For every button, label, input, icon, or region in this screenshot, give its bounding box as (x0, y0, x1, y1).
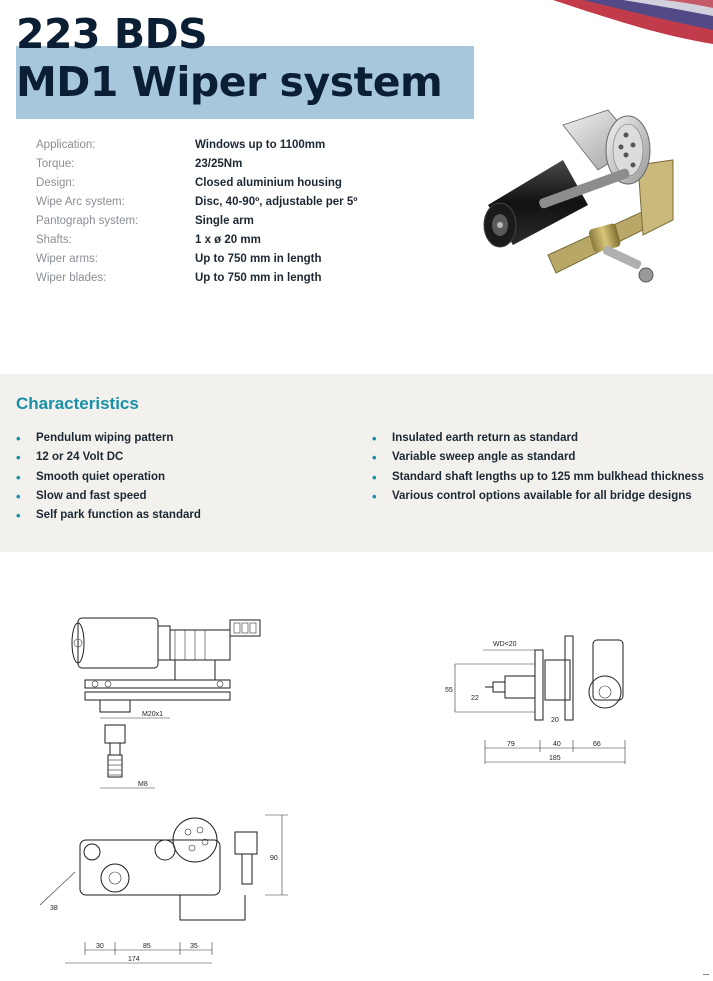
dim-label: M8 (138, 781, 148, 788)
title-line-1: 223 BDS (16, 10, 208, 58)
characteristics-list-left: Pendulum wiping pattern 12 or 24 Volt DC… (16, 431, 201, 528)
spec-table: Application: Windows up to 1100mm Torque:… (36, 135, 357, 287)
spec-value: Up to 750 mm in length (195, 252, 322, 265)
list-item: Standard shaft lengths up to 125 mm bulk… (372, 470, 704, 490)
characteristics-panel: Characteristics Pendulum wiping pattern … (0, 374, 713, 552)
spec-row: Wipe Arc system: Disc, 40-90º, adjustable… (36, 192, 357, 211)
list-item: 12 or 24 Volt DC (16, 450, 201, 470)
spec-label: Shafts: (36, 233, 72, 246)
spec-row: Torque: 23/25Nm (36, 154, 357, 173)
title-highlight-band (16, 46, 474, 119)
spec-value: Up to 750 mm in length (195, 271, 322, 284)
page-marker (703, 974, 709, 975)
corner-flag-graphic (553, 0, 713, 44)
front-view-drawing: M20x1 M8 (71, 617, 261, 789)
list-item: Variable sweep angle as standard (372, 450, 704, 470)
spec-label: Wiper blades: (36, 271, 107, 284)
spec-row: Wiper blades: Up to 750 mm in length (36, 268, 357, 287)
dim-label: M20x1 (142, 711, 163, 718)
page-title: 223 BDS MD1 Wiper system (16, 10, 443, 106)
characteristics-list-right: Insulated earth return as standard Varia… (372, 431, 704, 509)
spec-value: Disc, 40-90º, adjustable per 5º (195, 195, 358, 208)
dim-label: WD<20 (493, 641, 517, 648)
dim-label: 22 (471, 695, 479, 702)
dim-label: 30 (96, 943, 104, 950)
wiper-motor-photo (483, 109, 674, 283)
dim-label: 174 (128, 956, 140, 963)
spec-value: Closed aluminium housing (195, 176, 342, 189)
spec-value: Single arm (195, 214, 254, 227)
spec-row: Wiper arms: Up to 750 mm in length (36, 249, 357, 268)
list-item: Self park function as standard (16, 508, 201, 528)
list-item: Smooth quiet operation (16, 470, 201, 490)
spec-value: Windows up to 1100mm (195, 138, 326, 151)
spec-row: Design: Closed aluminium housing (36, 173, 357, 192)
spec-label: Torque: (36, 157, 75, 170)
spec-label: Pantograph system: (36, 214, 139, 227)
spec-label: Wipe Arc system: (36, 195, 125, 208)
side-view-drawing: 55 WD<20 22 20 79 40 66 185 (445, 635, 626, 764)
dim-label: 79 (507, 741, 515, 748)
dim-label: 66 (593, 741, 601, 748)
dim-label: 20 (551, 717, 559, 724)
dim-label: 85 (143, 943, 151, 950)
spec-label: Application: (36, 138, 96, 151)
dim-label: 38 (50, 905, 58, 912)
list-item: Pendulum wiping pattern (16, 431, 201, 451)
spec-row: Application: Windows up to 1100mm (36, 135, 357, 154)
dim-label: 185 (549, 755, 561, 762)
list-item: Various control options available for al… (372, 489, 704, 509)
dim-label: 40 (553, 741, 561, 748)
top-view-drawing: 90 38 30 85 35 174 (39, 814, 288, 964)
spec-value: 23/25Nm (195, 157, 243, 170)
dim-label: 90 (270, 855, 278, 862)
spec-value: 1 x ø 20 mm (195, 233, 261, 246)
title-line-2: MD1 Wiper system (16, 58, 443, 106)
spec-row: Pantograph system: Single arm (36, 211, 357, 230)
dim-label: 55 (445, 687, 453, 694)
spec-label: Wiper arms: (36, 252, 98, 265)
spec-row: Shafts: 1 x ø 20 mm (36, 230, 357, 249)
list-item: Slow and fast speed (16, 489, 201, 509)
dim-label: 35 (190, 943, 198, 950)
characteristics-title: Characteristics (16, 394, 139, 413)
list-item: Insulated earth return as standard (372, 431, 704, 451)
spec-label: Design: (36, 176, 75, 189)
